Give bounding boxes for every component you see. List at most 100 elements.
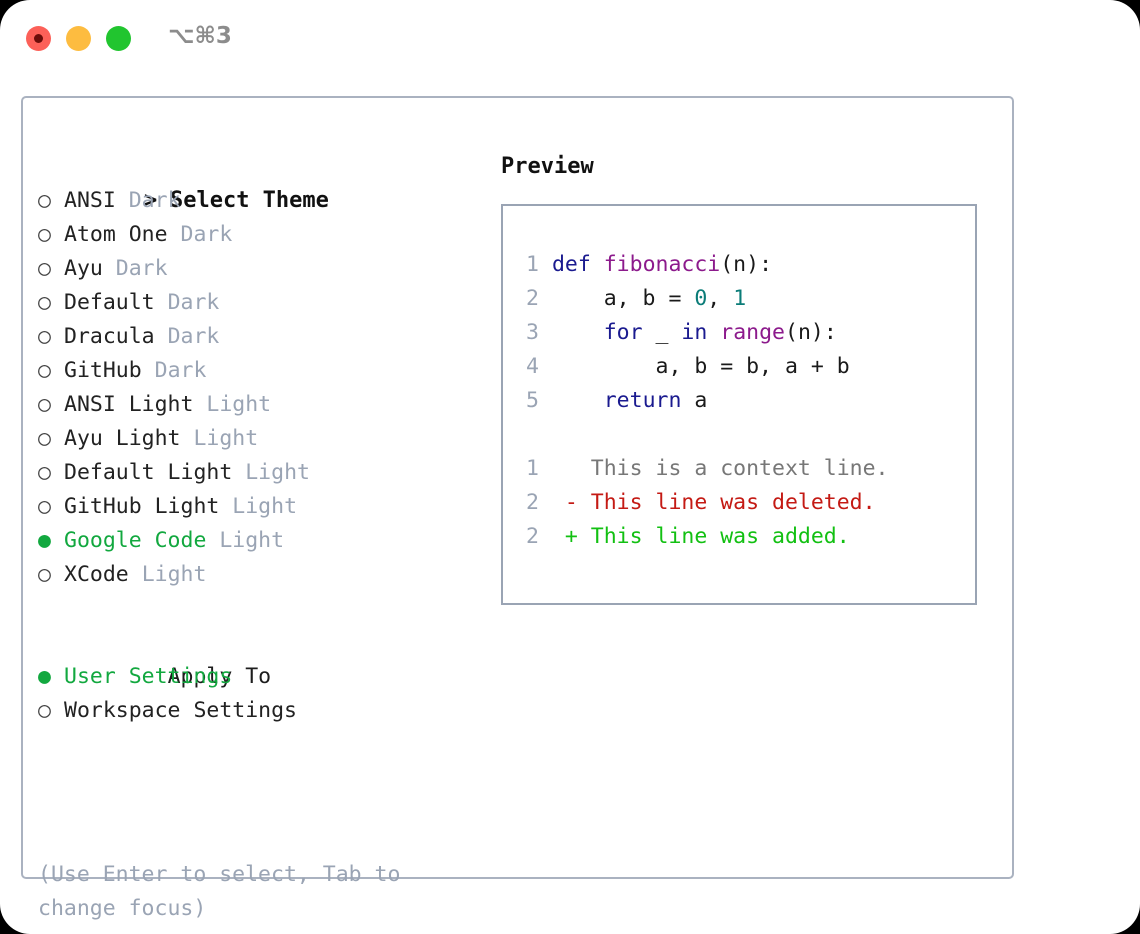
line-number: 2 [526,286,539,311]
theme-name-kind-separator [206,528,219,553]
theme-list-item[interactable]: ○GitHub Dark [38,354,478,388]
theme-name: Atom One [64,222,168,247]
keyboard-hint-text: (Use Enter to select, Tab to change focu… [38,862,401,921]
theme-list-item[interactable]: ○ ANSI Dark [38,184,478,218]
diff-text: This is a context line. [577,456,889,481]
code-token: in [681,320,708,345]
line-number-gutter-space [539,354,552,379]
code-diff-gap [517,418,969,452]
code-token: def [551,252,604,277]
code-line: 1 def fibonacci(n): [517,248,969,282]
code-token: a [681,388,708,413]
code-token: for [603,320,643,345]
line-number-gutter-space [539,252,552,277]
theme-name-kind-separator [181,426,194,451]
code-token: range [720,320,785,345]
code-line: 5 return a [517,384,969,418]
theme-name-kind-separator [232,460,245,485]
code-token: (n): [720,252,773,277]
radio-unselected-icon[interactable]: ○ [38,222,51,247]
apply-to-group-label-row: Apply To [38,626,478,689]
theme-name-kind-separator [155,290,168,315]
radio-unselected-icon[interactable]: ○ [38,256,51,281]
theme-name: Dracula [64,324,155,349]
diff-text: This line was added. [577,524,850,549]
theme-name: ANSI Light [64,392,194,417]
minimize-button[interactable] [66,26,91,51]
diff-sample: 1 This is a context line. 2 - This line w… [517,452,969,554]
theme-list-item[interactable]: ●Google Code Light [38,524,478,558]
theme-name: ANSI [64,188,116,213]
diff-line: 2 + This line was added. [517,520,969,554]
code-token: a, b = [551,286,695,311]
theme-list-item[interactable]: ○ ANSI Light Light [38,388,478,422]
radio-unselected-icon[interactable]: ○ [38,358,51,383]
apply-to-option-list[interactable]: ● User Settings ○ Workspace Settings [38,660,478,728]
theme-list-item[interactable]: ○Ayu Light Light [38,422,478,456]
code-token: return [603,388,682,413]
radio-selected-icon[interactable]: ● [38,528,51,553]
diff-sign: + [564,524,578,549]
radio-unselected-icon[interactable]: ○ [38,426,51,451]
maximize-button[interactable] [106,26,131,51]
code-token: _ [642,320,682,345]
theme-selector-column: >Select Theme ○ANSI Dark○Atom One Dark○A… [38,150,478,728]
apply-to-option[interactable]: ○ Workspace Settings [38,694,478,728]
code-token: fibonacci [603,252,721,277]
list-spacer [38,592,478,626]
theme-name-kind-separator [219,494,232,519]
theme-name: XCode [64,562,129,587]
line-number-gutter-space [539,388,552,413]
radio-unselected-icon[interactable]: ○ [38,324,51,349]
theme-list-item[interactable]: ○GitHub Light Light [38,490,478,524]
radio-unselected-icon[interactable]: ○ [38,188,51,213]
apply-to-option[interactable]: ● User Settings [38,660,478,694]
theme-kind-badge: Dark [128,188,181,213]
title-bar: ⌥⌘3 [0,0,1140,78]
theme-kind-badge: Dark [180,222,233,247]
diff-line: 1 This is a context line. [517,452,969,486]
theme-name: Ayu [64,256,103,281]
theme-name-kind-separator [129,562,142,587]
theme-list-item[interactable]: ○Default Dark [38,286,478,320]
diff-text: This line was deleted. [577,490,876,515]
code-token: (n): [785,320,837,345]
radio-unselected-icon[interactable]: ○ [38,494,51,519]
radio-selected-icon[interactable]: ● [38,664,51,689]
radio-unselected-icon[interactable]: ○ [38,290,51,315]
preview-column: Preview 1 def fibonacci(n):2 a, b = 0, 1… [501,150,1001,605]
theme-name-kind-separator [142,358,155,383]
radio-unselected-icon[interactable]: ○ [38,392,51,417]
line-number: 3 [526,320,539,345]
radio-unselected-icon[interactable]: ○ [38,698,51,723]
diff-sign: - [564,490,578,515]
theme-kind-badge: Dark [167,290,220,315]
theme-list-item[interactable]: ○ XCode Light [38,558,478,592]
theme-kind-badge: Light [141,562,207,587]
theme-name: Google Code [64,528,207,553]
line-number-gutter-space [539,286,552,311]
theme-kind-badge: Dark [115,256,168,281]
theme-name: GitHub [64,358,142,383]
theme-list[interactable]: ○ANSI Dark○Atom One Dark○Ayu Dark○Defaul… [38,184,478,592]
code-token: a, b = b, a + b [551,354,850,379]
radio-unselected-icon[interactable]: ○ [38,460,51,485]
theme-name: GitHub Light [64,494,220,519]
theme-kind-badge: Light [206,392,272,417]
select-theme-header: >Select Theme [38,150,478,213]
select-theme-label: Select Theme [169,188,329,213]
theme-list-item[interactable]: ○Default Light Light [38,456,478,490]
apply-to-option-label: User Settings [64,664,233,689]
line-number: 2 [526,490,539,515]
line-number: 5 [526,388,539,413]
theme-list-item[interactable]: ○Dracula Dark [38,320,478,354]
apply-to-option-label: Workspace Settings [64,698,297,723]
radio-unselected-icon[interactable]: ○ [38,562,51,587]
theme-list-item[interactable]: ○ Atom One Dark [38,218,478,252]
code-token [552,388,604,413]
theme-list-item[interactable]: ○ Ayu Dark [38,252,478,286]
